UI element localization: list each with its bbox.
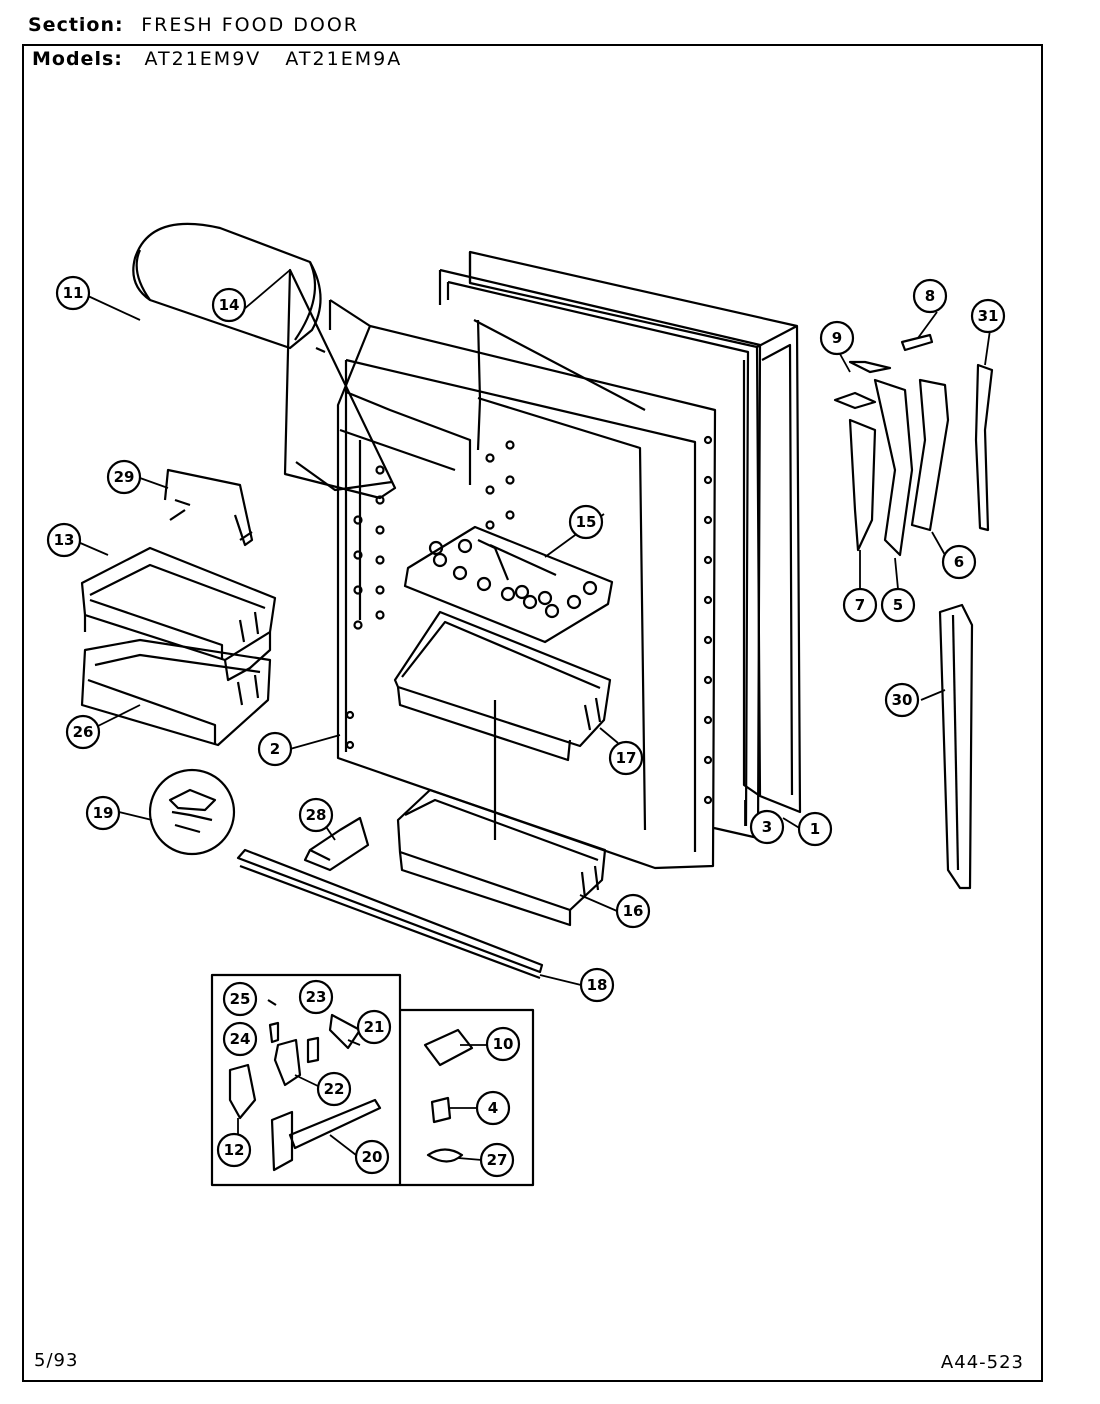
callout-label: 26 [73, 723, 94, 741]
callout-4: 4 [475, 1090, 511, 1126]
callout-13: 13 [46, 522, 82, 558]
bottom-door-shelf [396, 788, 607, 927]
callout-label: 20 [362, 1148, 383, 1166]
shelf-bracket [163, 468, 254, 547]
callout-10: 10 [485, 1026, 521, 1062]
models-value: AT21EM9V AT21EM9A [144, 48, 403, 70]
dairy-door [132, 222, 326, 354]
section-label: Section: [28, 14, 124, 36]
section-title: Section: FRESH FOOD DOOR [28, 14, 359, 36]
egg-tray [403, 525, 614, 644]
bottom-trim [236, 848, 544, 980]
callout-label: 6 [954, 553, 964, 571]
upper-door-bin [80, 546, 277, 682]
side-trim [938, 603, 974, 890]
callout-label: 28 [306, 806, 327, 824]
hinge-bracket-left [848, 418, 877, 552]
callout-label: 16 [623, 902, 644, 920]
callout-label: 22 [324, 1080, 345, 1098]
footer-diagram-code: A44-523 [940, 1352, 1024, 1373]
callout-22: 22 [316, 1071, 352, 1107]
callout-label: 24 [230, 1030, 251, 1048]
callout-2: 2 [257, 731, 293, 767]
middle-door-shelf [393, 610, 612, 762]
callout-5: 5 [880, 587, 916, 623]
callout-14: 14 [211, 287, 247, 323]
callout-label: 31 [978, 307, 999, 325]
door-inner-liner [328, 299, 717, 870]
callout-label: 5 [893, 596, 903, 614]
callout-21: 21 [356, 1009, 392, 1045]
callout-label: 18 [587, 976, 608, 994]
callout-label: 9 [832, 329, 842, 347]
callout-18: 18 [579, 967, 615, 1003]
callout-23: 23 [298, 979, 334, 1015]
callout-31: 31 [970, 298, 1006, 334]
dairy-handle [283, 268, 397, 500]
callout-label: 10 [493, 1035, 514, 1053]
callout-12: 12 [216, 1132, 252, 1168]
callout-label: 30 [892, 691, 913, 709]
callout-15: 15 [568, 504, 604, 540]
callout-label: 8 [925, 287, 935, 305]
callout-label: 19 [93, 804, 114, 822]
callout-label: 2 [270, 740, 280, 758]
leader-lines [77, 269, 991, 1161]
callout-label: 25 [230, 990, 251, 1008]
door-gasket [438, 268, 762, 840]
trim-detail-circle [148, 768, 236, 856]
callout-label: 1 [810, 820, 820, 838]
door-outer-panel [468, 250, 802, 814]
callout-26: 26 [65, 714, 101, 750]
footer-date: 5/93 [34, 1350, 79, 1371]
callout-30: 30 [884, 682, 920, 718]
callout-1: 1 [797, 811, 833, 847]
hinge-pin [900, 333, 934, 352]
callout-label: 17 [616, 749, 637, 767]
callout-20: 20 [354, 1139, 390, 1175]
callout-label: 12 [224, 1141, 245, 1159]
callout-7: 7 [842, 587, 878, 623]
callout-17: 17 [608, 740, 644, 776]
hinge-bracket-right [873, 378, 914, 557]
callout-24: 24 [222, 1021, 258, 1057]
callout-6: 6 [941, 544, 977, 580]
callout-29: 29 [106, 459, 142, 495]
models-line: Models: AT21EM9V AT21EM9A [32, 48, 402, 70]
callout-28: 28 [298, 797, 334, 833]
callout-label: 29 [114, 468, 135, 486]
hardware-boxes [210, 973, 535, 1187]
callout-19: 19 [85, 795, 121, 831]
diagram-frame [22, 44, 1043, 1382]
callout-16: 16 [615, 893, 651, 929]
models-label: Models: [32, 48, 123, 70]
lower-door-bin [80, 638, 272, 747]
callout-9: 9 [819, 320, 855, 356]
callout-27: 27 [479, 1142, 515, 1178]
callout-3: 3 [749, 809, 785, 845]
callout-label: 3 [762, 818, 772, 836]
callout-11: 11 [55, 275, 91, 311]
callout-8: 8 [912, 278, 948, 314]
callout-label: 4 [488, 1099, 498, 1117]
callout-label: 21 [364, 1018, 385, 1036]
callout-label: 14 [219, 296, 240, 314]
callout-label: 13 [54, 531, 75, 549]
hinge-strip [974, 363, 994, 532]
section-value: FRESH FOOD DOOR [141, 14, 360, 36]
callout-label: 23 [306, 988, 327, 1006]
callout-label: 7 [855, 596, 865, 614]
callout-25: 25 [222, 981, 258, 1017]
hinge-cover [910, 378, 950, 532]
callout-label: 11 [63, 284, 84, 302]
hinge-hardware [833, 333, 994, 557]
shelf-clip [303, 816, 370, 872]
callout-label: 15 [576, 513, 597, 531]
callout-label: 27 [487, 1151, 508, 1169]
